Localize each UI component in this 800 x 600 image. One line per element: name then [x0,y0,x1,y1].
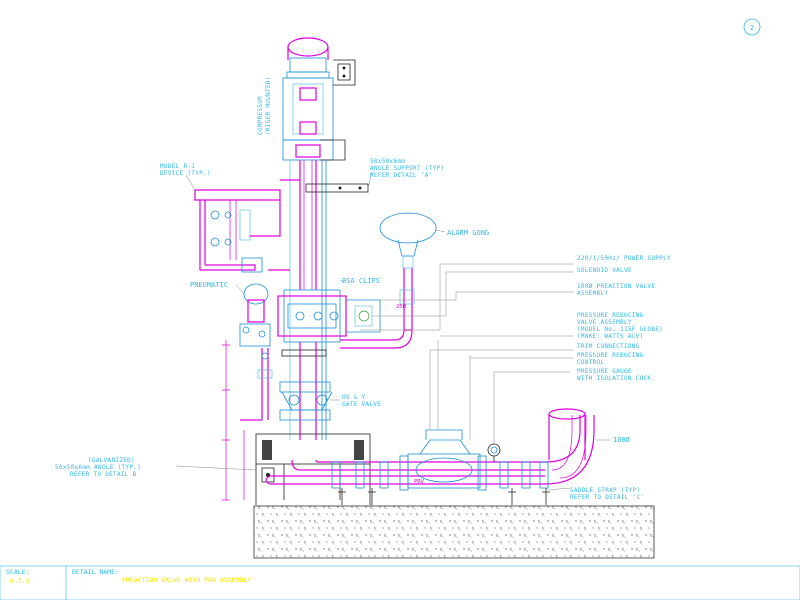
prv-tag: PRV [414,479,425,485]
saddle-straps [338,487,571,505]
main-riser-pipes [289,160,327,440]
preaction-valve-label-1: 100Ø PREACTION VALVE [577,283,655,290]
gate-valve [279,342,340,440]
saddle-strap-label-1: SADDLE STRAP (TYP) [570,487,640,494]
galvanized-angle-label-3: REFER TO DETAIL B [70,471,137,478]
prv-assembly-label-1: PRESSURE REDUCING [577,312,644,319]
scale-value: N.T.S [10,577,30,585]
pressure-gauge-label-2: WITH ISOLATION COCK [577,375,651,382]
horizontal-pipe-run [265,408,610,485]
scale-label: SCALE: [6,568,29,576]
prv-control-label-1: PRESSURE REDUCING [577,352,644,359]
angle-support-top [305,171,373,193]
model-r1-device [185,174,300,271]
angle-support-label-2: ANGLE SUPPORT (TYP) [370,165,444,172]
preaction-valve-label-2: ASSEMBLY [577,290,608,297]
pipe-size-tag: 25Ø [396,303,407,310]
preaction-valve [277,279,381,343]
galvanized-angle-label-2: 50x50x6mm ANGLE (TYP.) [55,464,141,471]
pipe-flanges [331,455,549,491]
dimension-lines [222,340,245,501]
prv-assembly-label-3: (MODEL No. 115F GLOBE) [577,326,663,333]
model-device-label-1: MODEL R-1 [160,163,195,170]
gate-valve-label-1: OS & Y [342,394,366,401]
compressor-riser: COMPRESSOR (RISER MOUNTED) [257,37,356,161]
compressor-label-line1: COMPRESSOR [257,96,264,135]
trim-piping [240,348,273,421]
model-device-label-2: DEVICE (TYP.) [160,170,211,177]
title-block: SCALE: N.T.S DETAIL NAME: PREACTION VALV… [0,565,800,600]
prv-assembly: PRV [407,340,481,489]
detail-name-label: DETAIL NAME: [72,568,119,576]
pipe-100-label: 100Ø [613,436,631,444]
galvanized-angle-label-1: (GALVANIZED) [88,457,135,464]
pressure-gauge-label-1: PRESSURE GAUGE [577,368,632,375]
alarm-gong [340,212,446,349]
gate-valve-label-2: GATE VALVE [342,401,381,408]
sheet-number-badge: 2 [743,18,761,36]
trim-connections-label: TRIM CONNECTIONS [577,343,640,350]
power-supply-label: 220/1/50Hz/ POWER SUPPLY [577,255,671,262]
angle-support-label-1: 50x50x6mm [370,158,405,165]
pressure-gauge [487,371,570,462]
bsa-clips-label: BSA CLIPS [342,277,380,285]
leader-lines [360,263,574,359]
compressor-label-line2: (RISER MOUNTED) [265,76,272,135]
solenoid-valve-label: SOLENOID VALVE [577,267,632,274]
pneumatic-actuator [235,257,290,347]
prv-assembly-label-2: VALVE ASSEMBLY [577,319,632,326]
pneumatic-label: PNEUMATIC [190,281,228,289]
prv-control-label-2: CONTROL [577,359,604,366]
saddle-strap-label-2: REFER TO DETAIL 'C' [570,494,644,501]
detail-name-value: PREACTION VALVE WITH PRV ASSEMBLY [122,576,251,584]
sheet-number: 2 [750,24,754,32]
angle-support-label-3: REFER DETAIL 'A' [370,172,433,179]
prv-assembly-label-4: (MAKE: WATTS ACV) [577,333,644,340]
concrete-floor-slab [253,505,655,559]
alarm-gong-label: ALARM GONG [447,229,489,237]
